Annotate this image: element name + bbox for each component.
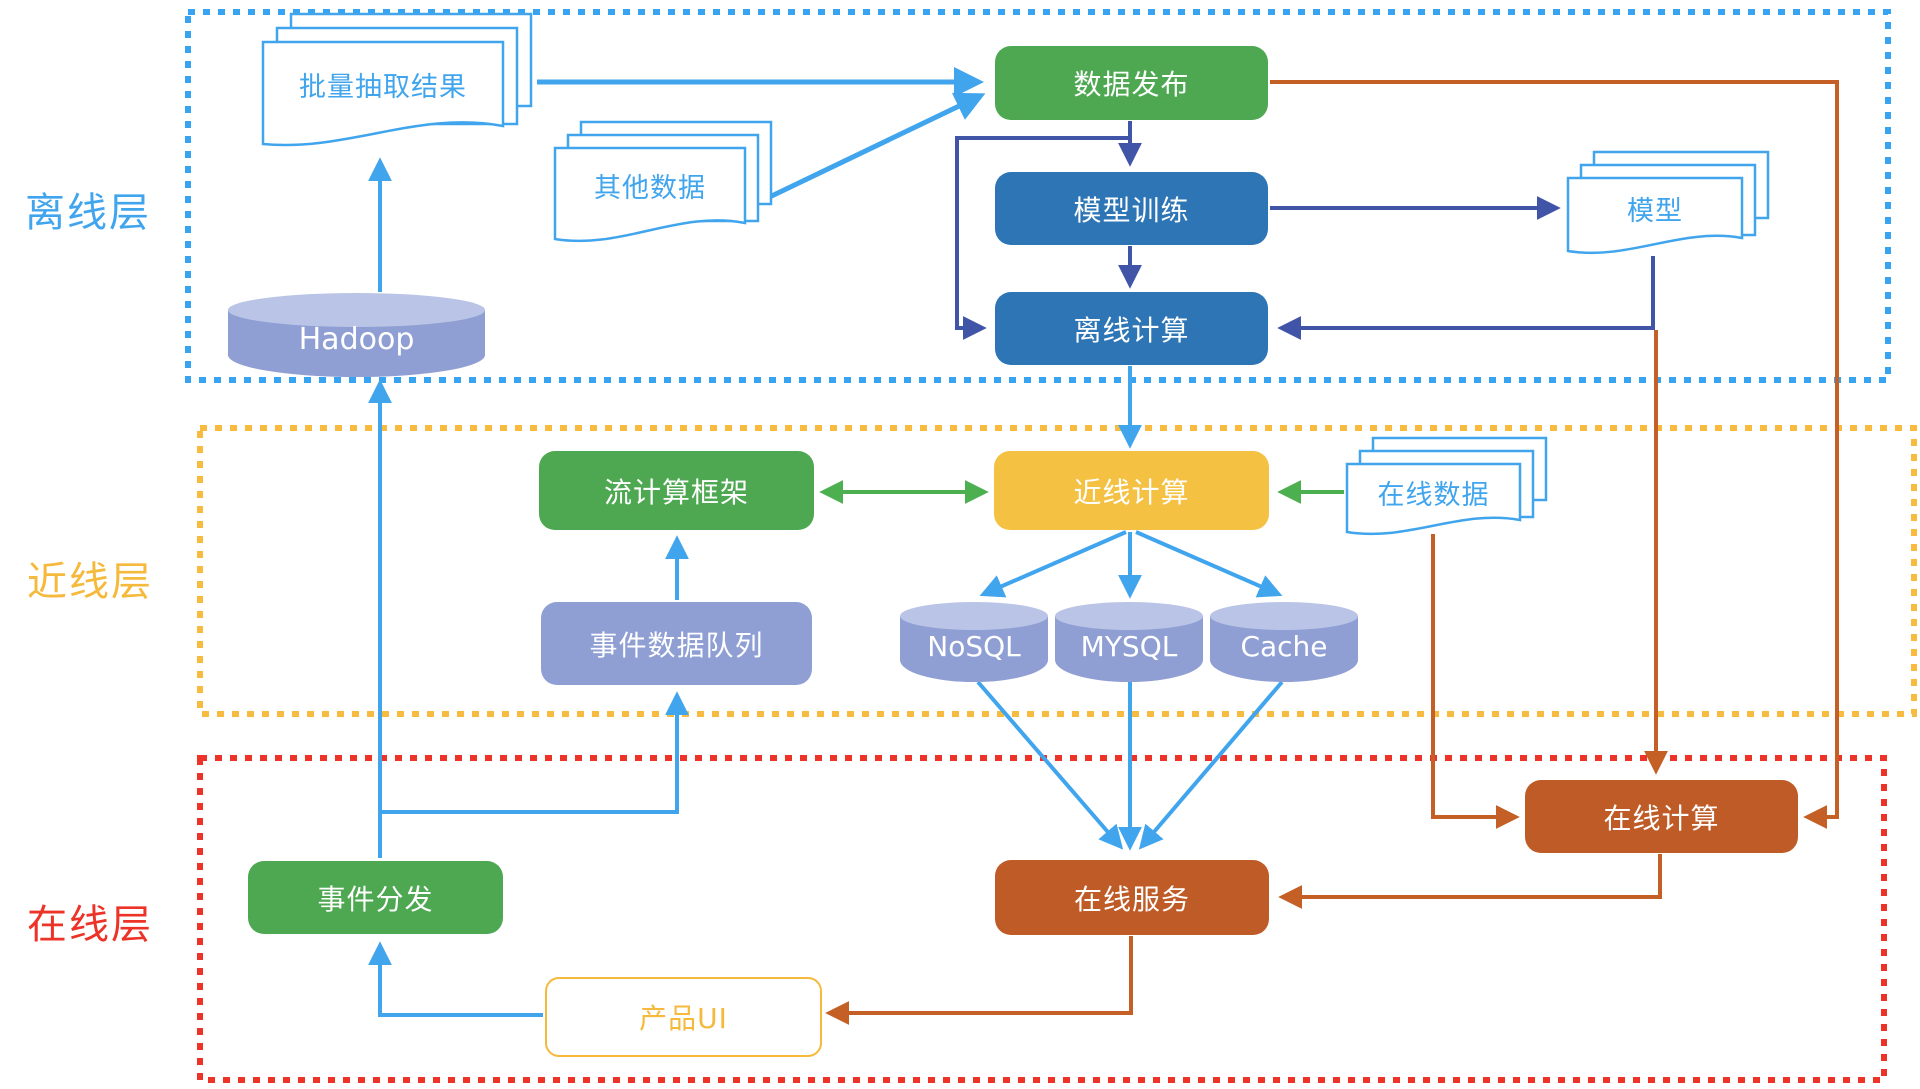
edge-eventdispatch-eventqueue bbox=[380, 691, 689, 814]
edge-otherdata-datapublish bbox=[755, 92, 986, 206]
node-label: 批量抽取结果 bbox=[299, 71, 467, 103]
node-online-compute: 在线计算 bbox=[1525, 780, 1798, 853]
edge-datapublish-onlinecompute bbox=[1270, 80, 1839, 829]
node-label: Hadoop bbox=[298, 321, 415, 357]
connectors bbox=[368, 67, 1839, 1025]
node-event-queue: 事件数据队列 bbox=[541, 602, 812, 685]
node-cache: Cache bbox=[1210, 602, 1358, 682]
node-hadoop: Hadoop bbox=[228, 293, 485, 377]
node-model: 模型 bbox=[1566, 150, 1770, 255]
online-layer-label: 在线层 bbox=[27, 902, 153, 948]
node-model-training: 模型训练 bbox=[995, 172, 1268, 245]
edge-onlinecompute-onlineservice bbox=[1278, 854, 1662, 909]
edge-onlineservice-productui bbox=[825, 936, 1133, 1025]
node-label: MYSQL bbox=[1080, 629, 1178, 663]
node-online-data: 在线数据 bbox=[1345, 436, 1548, 536]
node-product-ui: 产品UI bbox=[545, 977, 822, 1057]
node-batch-result: 批量抽取结果 bbox=[261, 12, 533, 147]
nearline-layer-label: 近线层 bbox=[27, 559, 153, 605]
node-event-dispatch: 事件分发 bbox=[248, 861, 503, 934]
edge-cache-onlineservice bbox=[1138, 680, 1284, 850]
edge-datapublish-offlinecompute bbox=[955, 136, 1130, 340]
node-data-publish: 数据发布 bbox=[995, 46, 1268, 120]
node-stream-framework: 流计算框架 bbox=[539, 451, 814, 530]
node-online-service: 在线服务 bbox=[995, 860, 1269, 935]
node-nosql: NoSQL bbox=[900, 602, 1048, 682]
node-nearline-compute: 近线计算 bbox=[994, 451, 1269, 530]
nearline-layer-border bbox=[197, 425, 1917, 717]
node-other-data: 其他数据 bbox=[553, 120, 773, 243]
node-label: Cache bbox=[1240, 629, 1328, 663]
node-label: 模型 bbox=[1627, 195, 1683, 227]
node-label: 在线数据 bbox=[1377, 479, 1490, 511]
edge-productui-eventdispatch bbox=[368, 941, 543, 1017]
edge-onlinedata-onlinecompute bbox=[1431, 534, 1520, 829]
node-mysql: MYSQL bbox=[1055, 602, 1203, 682]
edge-nosql-onlineservice bbox=[976, 680, 1124, 850]
node-label: 其他数据 bbox=[594, 173, 706, 204]
node-offline-compute: 离线计算 bbox=[995, 292, 1268, 365]
edge-nearline-nosql bbox=[979, 530, 1127, 598]
offline-layer-border bbox=[185, 9, 1891, 383]
node-label: NoSQL bbox=[927, 629, 1021, 663]
offline-layer-label: 离线层 bbox=[25, 190, 151, 236]
edge-model-offlinecompute bbox=[1277, 256, 1655, 340]
edge-nearline-cache bbox=[1135, 530, 1283, 598]
